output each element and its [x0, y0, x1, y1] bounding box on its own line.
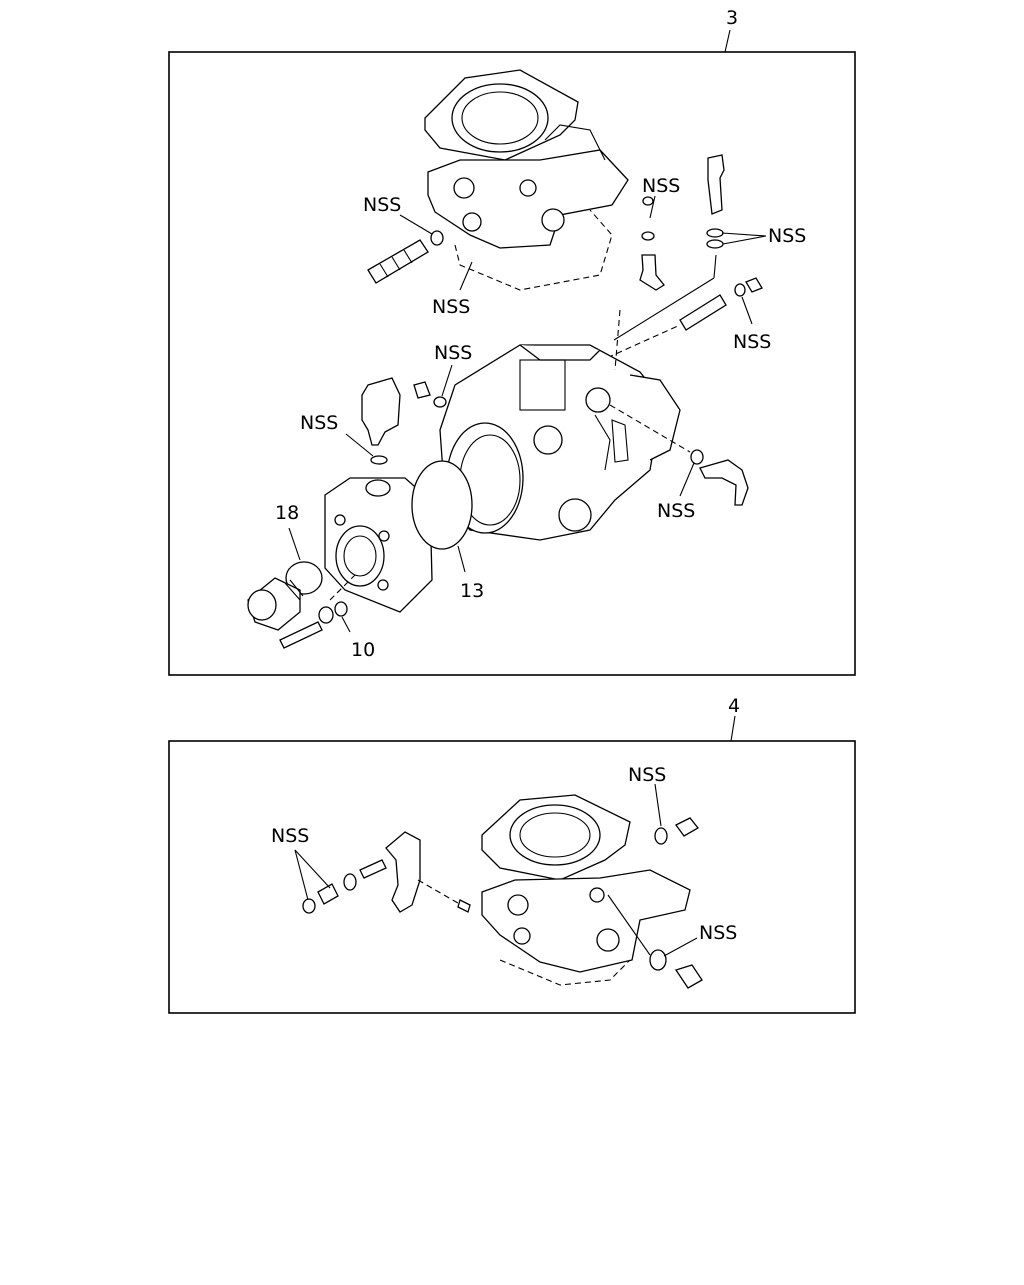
callout-nss-sensor-rings: NSS — [768, 225, 806, 247]
upper-throttle-body — [424, 69, 629, 291]
panel-3-leader — [724, 29, 731, 53]
callout-ref-13: 13 — [460, 580, 484, 602]
callout-nss-top-body: NSS — [434, 342, 472, 364]
panel-4-number: 4 — [728, 695, 740, 717]
stop-screw-top — [654, 817, 699, 845]
inlet-fitting — [367, 230, 444, 284]
panel-4-leader — [730, 715, 736, 742]
callout-ref-18: 18 — [275, 502, 299, 524]
panel-4-frame — [168, 740, 856, 1014]
idle-valve — [361, 377, 401, 465]
temperature-sensor — [706, 154, 725, 249]
panel-3-frame — [168, 51, 856, 676]
callout-nss-bottom-washer: NSS — [699, 922, 737, 944]
callout-nss-screw-washers: NSS — [271, 825, 309, 847]
callout-nss-top-washer: NSS — [628, 764, 666, 786]
valve-pin — [639, 196, 665, 291]
callout-ref-10: 10 — [351, 639, 375, 661]
panel-4: 4 — [168, 695, 856, 1014]
screw-and-washer — [279, 574, 356, 649]
adjust-screw — [579, 277, 763, 371]
panel-3-leaders — [288, 195, 767, 633]
bracket — [385, 831, 471, 913]
callout-nss-gasket: NSS — [432, 296, 470, 318]
main-throttle-body — [439, 254, 717, 541]
o-ring-13 — [411, 460, 473, 550]
throttle-position-sensor — [609, 404, 749, 506]
callout-nss-inlet-fitting: NSS — [363, 194, 401, 216]
throttle-body-assembly — [481, 794, 691, 986]
panel-3: 3 — [168, 7, 856, 676]
bolt-washer — [413, 381, 447, 408]
pulley-cap — [247, 577, 304, 631]
adjust-screw-set — [302, 859, 387, 914]
panel-4-leaders — [294, 783, 698, 957]
callout-nss-sensor-ring: NSS — [300, 412, 338, 434]
callout-nss-bolt-washer: NSS — [733, 331, 771, 353]
panel-3-number: 3 — [726, 7, 738, 29]
callout-nss-valve-washer: NSS — [642, 175, 680, 197]
stop-screw-bottom — [607, 894, 703, 989]
callout-nss-right-ring: NSS — [657, 500, 695, 522]
